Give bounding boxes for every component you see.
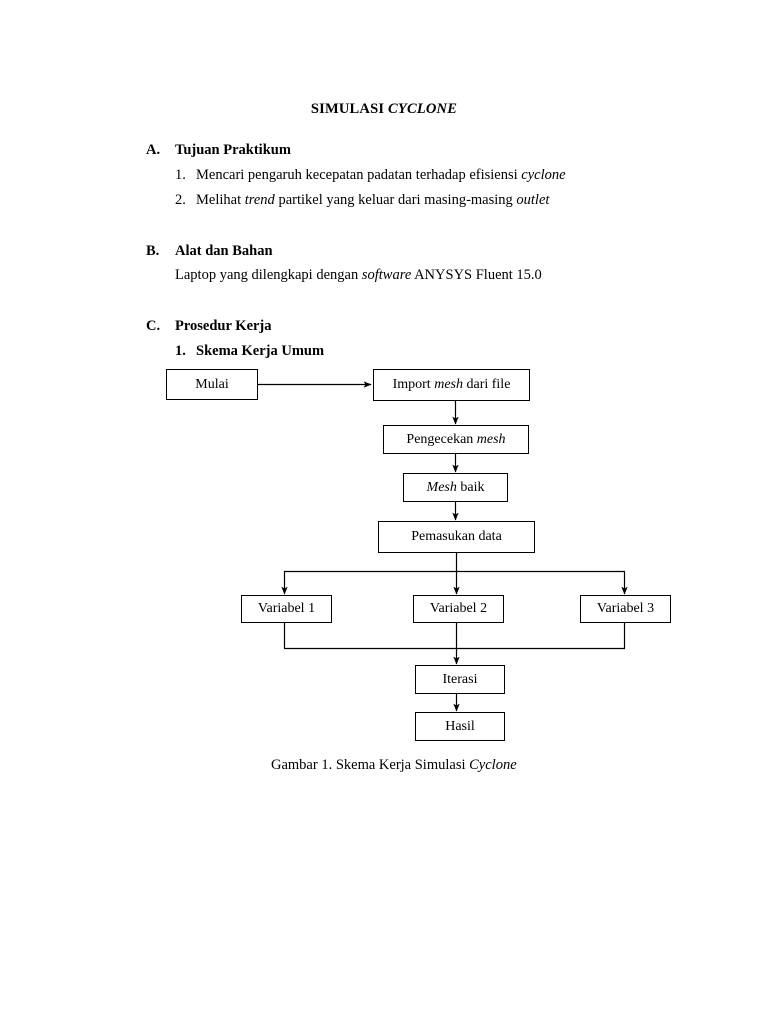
flow-node-variabel-2[interactable]: Variabel 2 (413, 595, 504, 623)
body-text-italic: software (361, 267, 412, 283)
flow-node-iterasi[interactable]: Iterasi (415, 665, 505, 694)
flow-node-hasil-label: Hasil (445, 718, 475, 734)
list-text: Mencari pengaruh kecepatan padatan terha… (196, 167, 522, 183)
section-title-b: Alat dan Bahan (175, 243, 273, 259)
flow-node-mulai[interactable]: Mulai (166, 369, 258, 400)
flow-node-pengecekan-mesh-label: Pengecekan mesh (406, 431, 506, 447)
list-text-italic: trend (244, 192, 275, 208)
list-item: 1. Mencari pengaruh kecepatan padatan ter… (175, 167, 566, 184)
section-b-body: Laptop yang dilengkapi dengan software A… (175, 267, 542, 284)
section-letter-b: B. (146, 243, 160, 259)
list-item: 2. Melihat trend partikel yang keluar dar… (175, 192, 549, 209)
section-letter-a: A. (146, 142, 161, 158)
flow-node-variabel-1[interactable]: Variabel 1 (241, 595, 332, 623)
flow-node-import-mesh-label: Import mesh dari file (392, 377, 511, 392)
list-number: 2. (175, 192, 186, 208)
section-letter-c: C. (146, 318, 161, 334)
body-text-pre: Laptop yang dilengkapi dengan (175, 267, 362, 283)
list-text-cont: partikel yang keluar dari masing-masing (274, 192, 517, 208)
section-title-c: Prosedur Kerja (175, 318, 272, 334)
figure-caption-pre: Gambar 1. Skema Kerja Simulasi (271, 757, 470, 773)
section-heading-b: B. Alat dan Bahan (146, 243, 273, 260)
flow-node-import-mesh[interactable]: Import mesh dari file (373, 369, 530, 401)
flow-node-mesh-baik[interactable]: Mesh baik (403, 473, 508, 502)
figure-caption-italic: Cyclone (469, 757, 517, 773)
flow-node-hasil[interactable]: Hasil (415, 712, 505, 741)
section-heading-a: A. Tujuan Praktikum (146, 142, 291, 159)
flow-node-pengecekan-mesh[interactable]: Pengecekan mesh (383, 425, 529, 454)
list-text: Melihat (196, 192, 245, 208)
section-title-a: Tujuan Praktikum (175, 142, 291, 158)
flow-node-mesh-baik-label: Mesh baik (426, 479, 485, 495)
list-number: 1. (175, 167, 186, 183)
flow-node-variabel-1-label: Variabel 1 (257, 601, 316, 616)
body-text-post: ANYSYS Fluent 15.0 (411, 267, 542, 283)
section-heading-c: C. Prosedur Kerja (146, 318, 272, 335)
flow-node-pemasukan-data-label: Pemasukan data (411, 529, 502, 544)
page-title-italic: CYCLONE (388, 101, 458, 117)
flow-node-pemasukan-data[interactable]: Pemasukan data (378, 521, 535, 553)
subsection-title: Skema Kerja Umum (196, 343, 325, 359)
page-title: SIMULASI CYCLONE (0, 101, 768, 118)
subsection-number: 1. (175, 343, 186, 359)
subsection-heading-skema: 1. Skema Kerja Umum (175, 343, 324, 360)
flow-node-iterasi-label: Iterasi (442, 671, 478, 687)
figure-caption: Gambar 1. Skema Kerja Simulasi Cyclone (271, 757, 517, 774)
flow-node-variabel-3-label: Variabel 3 (596, 601, 655, 616)
flow-node-variabel-3[interactable]: Variabel 3 (580, 595, 671, 623)
list-text-italic: cyclone (521, 167, 566, 183)
page-title-main: SIMULASI (310, 101, 389, 117)
flow-node-variabel-2-label: Variabel 2 (429, 601, 488, 616)
flow-node-mulai-label: Mulai (195, 376, 229, 392)
list-text-italic-tail: outlet (516, 192, 550, 208)
